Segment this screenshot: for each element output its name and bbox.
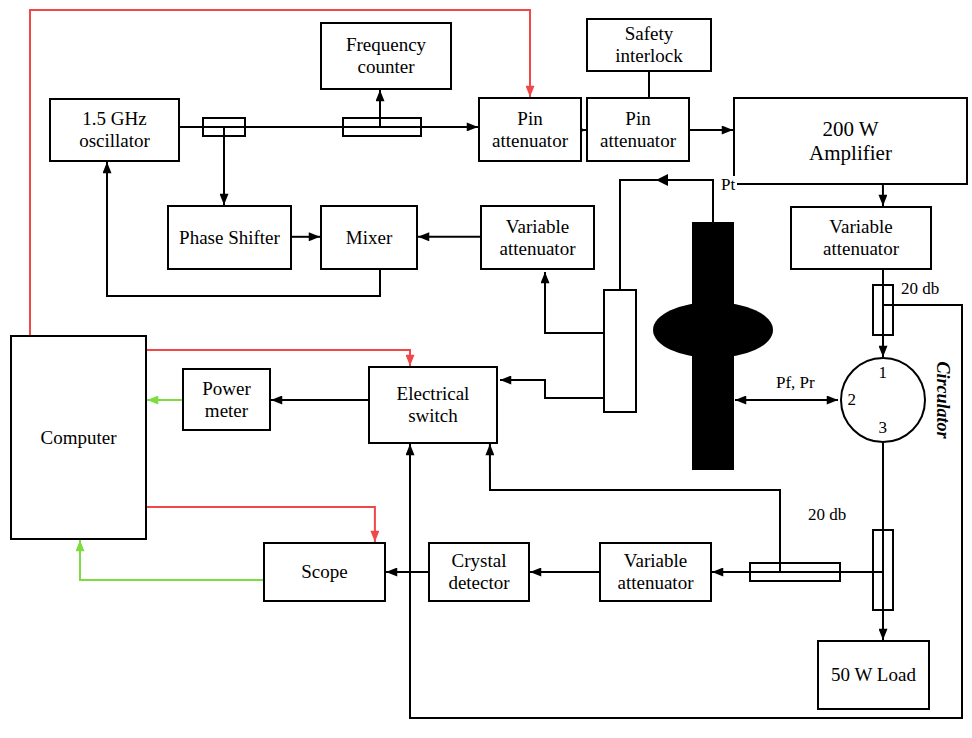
component-box: Mixer — [320, 205, 418, 270]
component-box: Scope — [263, 542, 386, 602]
signal-line — [271, 399, 368, 401]
component-box: Frequency counter — [320, 22, 452, 90]
component-box: Power meter — [182, 368, 271, 431]
signal-label: Pt — [719, 176, 737, 195]
data-line — [147, 399, 182, 401]
component-name: Circulator — [932, 361, 952, 438]
data-line — [80, 540, 263, 580]
component-label: Pin attenuator — [595, 108, 681, 152]
cavity-disk — [653, 302, 773, 358]
port-number: 3 — [879, 419, 888, 438]
signal-line — [418, 236, 480, 238]
component-label: Electrical switch — [377, 383, 489, 427]
component-label: Frequency counter — [329, 34, 443, 78]
component-label: Variable attenuator — [608, 550, 703, 594]
directional-coupler — [604, 290, 636, 412]
signal-line — [180, 127, 224, 205]
component-label: Power meter — [191, 378, 262, 422]
component-box: 50 W Load — [817, 640, 930, 710]
component-label: Scope — [301, 561, 347, 583]
signal-line — [648, 72, 650, 97]
component-label: 200 W Amplifier — [786, 117, 916, 165]
signal-label: 20 db — [899, 280, 941, 299]
component-box: 200 W Amplifier — [733, 97, 968, 185]
signal-line — [180, 90, 380, 127]
component-label: Pin attenuator — [487, 108, 573, 152]
component-box: Variable attenuator — [480, 205, 595, 270]
component-box: 1.5 GHz oscillator — [49, 98, 180, 162]
arrow-head — [656, 174, 668, 186]
signal-label: 20 db — [806, 506, 848, 525]
component-box: Variable attenuator — [599, 542, 712, 602]
coupler-wire — [500, 380, 604, 398]
port-number: 2 — [848, 391, 857, 410]
control-line — [147, 507, 375, 542]
component-label: Safety interlock — [595, 23, 703, 67]
component-box: Pin attenuator — [478, 97, 582, 162]
component-label: Computer — [41, 427, 117, 449]
signal-line — [386, 571, 428, 573]
signal-line — [410, 270, 962, 718]
cavity-feed-wire — [735, 399, 838, 401]
signal-line — [882, 185, 884, 206]
component-box: Safety interlock — [586, 18, 712, 72]
component-label: 50 W Load — [831, 664, 916, 686]
control-line — [30, 10, 530, 335]
component-box: Variable attenuator — [790, 206, 932, 270]
signal-label: Pf, Pr — [774, 374, 817, 393]
component-box: Pin attenuator — [586, 97, 690, 162]
component-box: Computer — [10, 335, 147, 540]
circulator-circle: Circulator123 — [840, 357, 926, 443]
component-box: Electrical switch — [368, 366, 498, 444]
coupler-wire — [545, 272, 604, 333]
control-line — [147, 350, 410, 366]
component-label: 1.5 GHz oscillator — [58, 108, 171, 152]
signal-line — [712, 443, 883, 572]
component-box: Crystal detector — [428, 542, 530, 602]
port-number: 1 — [879, 364, 888, 383]
signal-line — [292, 236, 320, 238]
component-label: Variable attenuator — [489, 216, 586, 260]
component-label: Crystal detector — [437, 550, 521, 594]
component-label: Mixer — [346, 227, 392, 249]
component-box: Phase Shifter — [167, 205, 292, 270]
signal-line — [690, 129, 733, 131]
signal-line — [530, 571, 599, 573]
component-label: Phase Shifter — [179, 227, 280, 249]
component-label: Variable attenuator — [799, 216, 923, 260]
